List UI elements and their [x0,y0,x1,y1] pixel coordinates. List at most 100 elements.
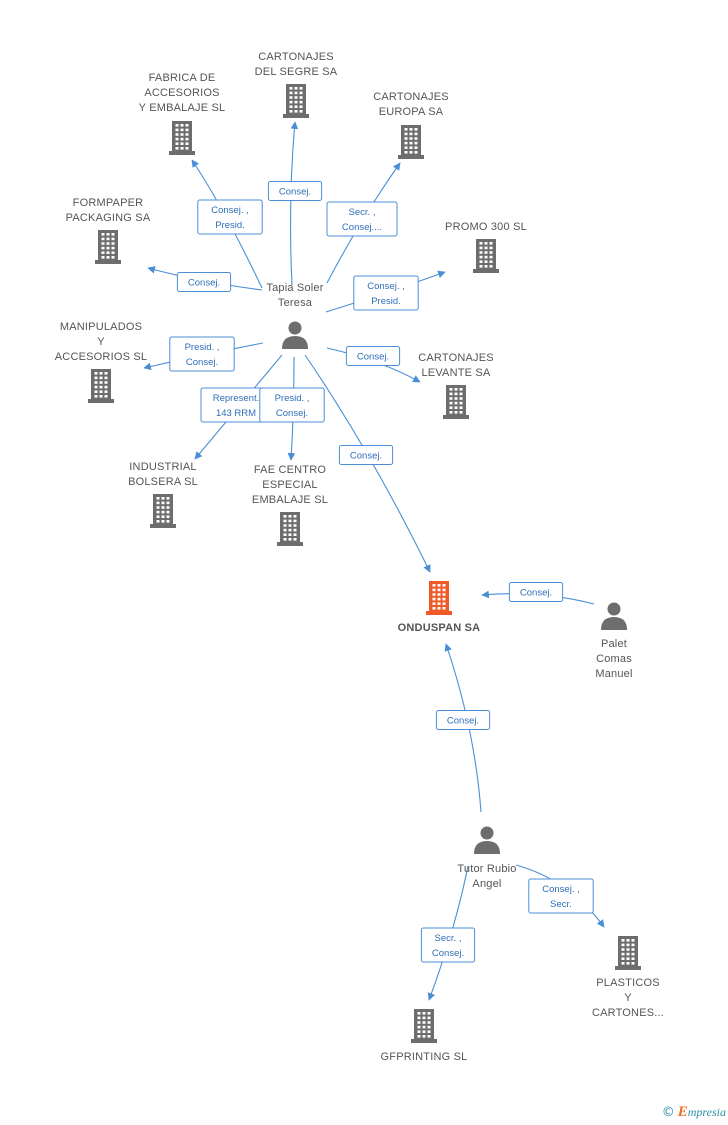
edge-label-tapia-to-levante[interactable]: Consej. [345,346,401,366]
edge-label-text: Represent. [213,393,259,404]
node-label-industrial: BOLSERA SL [128,476,198,488]
edge-label-box [259,387,325,423]
edge-label-text: Consej. [520,588,552,599]
edge-label-box [338,445,394,465]
building-icon [398,125,424,159]
node-label-fae: FAE CENTRO [254,464,327,476]
building-icon [411,1009,437,1043]
edge-label-text: Consej. [186,357,218,368]
building-icon [169,121,195,155]
edge-label-box [508,582,564,602]
edge-label-box [345,346,401,366]
edge-label-palet-to-onduspan[interactable]: Consej. [508,582,564,602]
edge-label-text: Secr. , [435,933,462,944]
node-label-formpaper: PACKAGING SA [66,212,151,224]
building-icon [283,84,309,118]
edges-layer [143,121,605,1001]
brand-initial: E [677,1104,688,1120]
node-plasticos[interactable]: PLASTICOS Y CARTONES... [592,936,664,1019]
building-icon [277,512,303,546]
empresia-brand[interactable]: ©Empresia [662,1104,726,1121]
edge-label-box [169,336,235,372]
edge-tapia-to-segre [290,121,299,286]
edge-label-text: Presid. [215,220,245,231]
node-label-promo: PROMO 300 SL [445,221,527,233]
node-label-europa: EUROPA SA [379,106,444,118]
edge-label-box [353,275,419,311]
edge-label-tapia-to-segre[interactable]: Consej. [267,181,323,201]
node-label-fae: ESPECIAL [262,479,317,491]
edge-label-text: Secr. [550,899,572,910]
node-onduspan[interactable]: ONDUSPAN SA [398,581,481,634]
edge-label-tutor-to-onduspan[interactable]: Consej. [435,710,491,730]
edge-label-tapia-to-industrial[interactable]: Represent. 143 RRM [200,387,272,423]
edge-label-text: 143 RRM [216,408,256,419]
node-label-formpaper: FORMPAPER [73,197,144,209]
building-icon [95,230,121,264]
node-industrial[interactable]: INDUSTRIAL BOLSERA SL [128,461,198,528]
edge-label-box [197,199,263,235]
edge-label-text: Consej.... [342,222,382,233]
node-label-segre: CARTONAJES [258,51,334,63]
node-label-fabrica: Y EMBALAJE SL [139,102,226,114]
person-icon [474,826,500,854]
edge-label-box [176,272,232,292]
person-icon [601,602,627,630]
node-label-plasticos: PLASTICOS [596,977,660,989]
edge-label-text: Consej. , [367,281,405,292]
node-label-levante: LEVANTE SA [421,367,491,379]
brand-name: mpresia [687,1105,726,1119]
node-label-segre: DEL SEGRE SA [255,66,338,78]
node-label-fabrica: ACCESORIOS [144,87,219,99]
edge-label-text: Consej. [276,408,308,419]
node-label-manipulados: Y [97,336,105,348]
node-formpaper[interactable]: FORMPAPER PACKAGING SA [66,197,151,264]
node-label-plasticos: CARTONES... [592,1007,664,1019]
node-label-industrial: INDUSTRIAL [129,461,196,473]
edge-label-text: Secr. , [349,207,376,218]
node-label-plasticos: Y [624,992,632,1004]
node-segre[interactable]: CARTONAJES DEL SEGRE SA [255,51,338,118]
edge-label-text: Consej. [357,352,389,363]
edge-label-tapia-to-onduspan[interactable]: Consej. [338,445,394,465]
node-label-palet: Comas [596,653,632,665]
node-gfprinting[interactable]: GFPRINTING SL [381,1009,468,1063]
edge-label-box [420,927,476,963]
edge-label-box [267,181,323,201]
building-icon [443,385,469,419]
edge-label-text: Consej. [279,187,311,198]
edge-label-text: Consej. [188,278,220,289]
edge-label-text: Consej. [432,948,464,959]
edge-label-box [326,201,398,237]
edge-label-box [528,878,594,914]
edge-label-tutor-to-gfprinting[interactable]: Secr. , Consej. [420,927,476,963]
node-promo[interactable]: PROMO 300 SL [445,221,527,273]
edge-label-tapia-to-fabrica[interactable]: Consej. , Presid. [197,199,263,235]
edge-label-text: Presid. , [185,342,220,353]
edge-label-text: Consej. , [211,205,249,216]
building-icon [88,369,114,403]
edge-label-tapia-to-formpaper[interactable]: Consej. [176,272,232,292]
edge-labels-layer: Consej. , Presid. Consej. Secr. , Consej....… [169,181,594,963]
edge-label-tapia-to-fae[interactable]: Presid. ,Consej. [259,387,325,423]
edge-label-tapia-to-manipulados[interactable]: Presid. , Consej. [169,336,235,372]
edge-label-tapia-to-europa[interactable]: Secr. , Consej.... [326,201,398,237]
edge-label-text: Consej. [350,451,382,462]
node-label-manipulados: MANIPULADOS [60,321,142,333]
person-icon [282,321,308,349]
copyright-symbol: © [661,1105,675,1120]
edge-label-tapia-to-promo[interactable]: Consej. ,Presid. [353,275,419,311]
building-icon [426,581,452,615]
edge-label-tutor-to-plasticos[interactable]: Consej. ,Secr. [528,878,594,914]
